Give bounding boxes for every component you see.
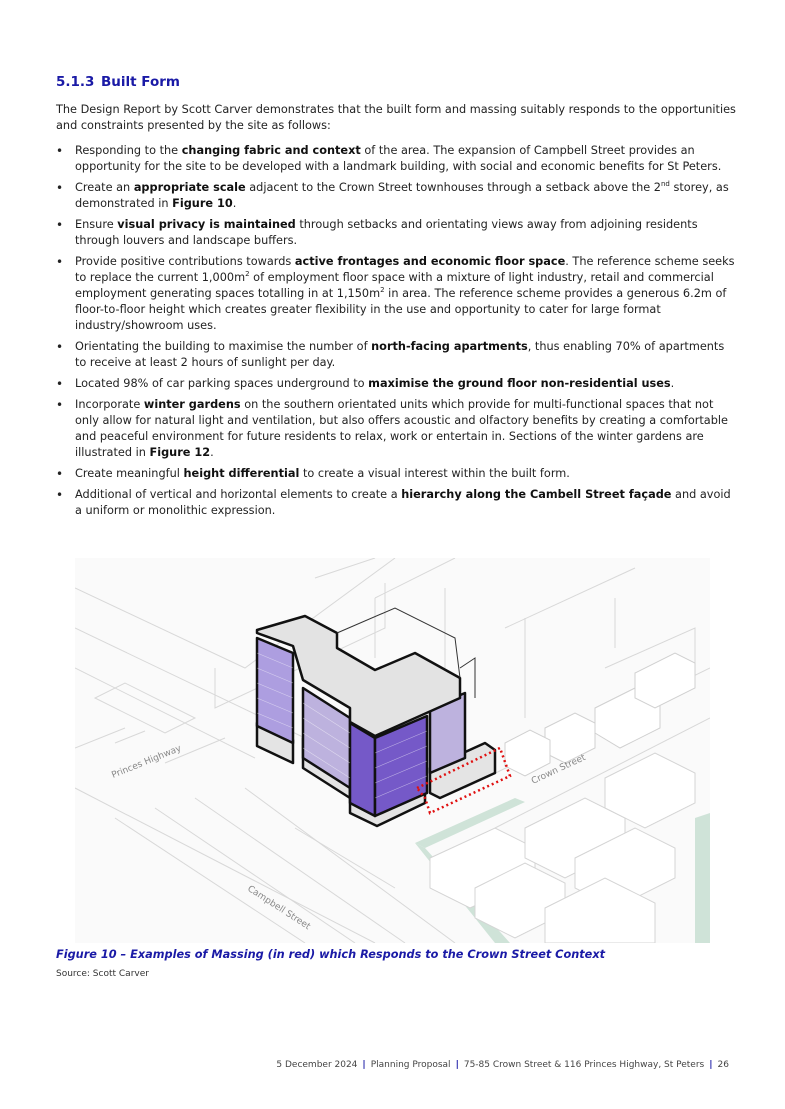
- list-item: Ensure visual privacy is maintained thro…: [56, 217, 736, 249]
- facade-floor-lines: [256, 652, 428, 799]
- context-behind: [336, 607, 476, 698]
- page-number: 26: [717, 1060, 729, 1070]
- bullet-list: Responding to the changing fabric and co…: [56, 143, 736, 524]
- list-item: Incorporate winter gardens on the southe…: [56, 397, 736, 461]
- list-item: Provide positive contributions towards a…: [56, 254, 736, 334]
- figure-source: Source: Scott Carver: [56, 969, 149, 979]
- footer-divider: |: [362, 1060, 366, 1070]
- massing-diagram-svg: Princes Highway Crown Street Campbell St…: [74, 557, 711, 944]
- context-linework: [74, 557, 711, 944]
- list-item: Create meaningful height differential to…: [56, 466, 736, 482]
- footer-divider: |: [709, 1060, 713, 1070]
- facade-corner-front: [373, 714, 429, 818]
- footer-document: Planning Proposal: [370, 1060, 451, 1070]
- section-number: 5.1.3: [56, 74, 95, 90]
- context-block-south: [429, 752, 696, 944]
- footer-date: 5 December 2024: [276, 1060, 358, 1070]
- setback-outline: [415, 746, 512, 815]
- section-title: Built Form: [101, 74, 180, 90]
- list-item: Additional of vertical and horizontal el…: [56, 487, 736, 519]
- context-houses: [504, 652, 696, 777]
- list-item: Create an appropriate scale adjacent to …: [56, 180, 736, 212]
- facade-corner-side: [348, 721, 377, 818]
- page-footer: 5 December 2024 | Planning Proposal | 75-85 …: [276, 1060, 729, 1070]
- figure-caption: Figure 10 – Examples of Massing (in red)…: [56, 948, 606, 961]
- figure-reference: Figure 12: [149, 446, 211, 459]
- section-heading: 5.1.3 Built Form: [56, 74, 180, 90]
- footer-address: 75-85 Crown Street & 116 Princes Highway…: [463, 1060, 705, 1070]
- figure-reference: Figure 10: [172, 197, 233, 210]
- list-item: Located 98% of car parking spaces underg…: [56, 376, 736, 392]
- massing-diagram: Princes Highway Crown Street Campbell St…: [74, 557, 711, 944]
- roof: [255, 614, 462, 738]
- intro-paragraph: The Design Report by Scott Carver demons…: [56, 103, 736, 132]
- list-item: Orientating the building to maximise the…: [56, 339, 736, 371]
- podium-crown-setback: [428, 741, 497, 800]
- footer-divider: |: [455, 1060, 459, 1070]
- list-item: Responding to the changing fabric and co…: [56, 143, 736, 175]
